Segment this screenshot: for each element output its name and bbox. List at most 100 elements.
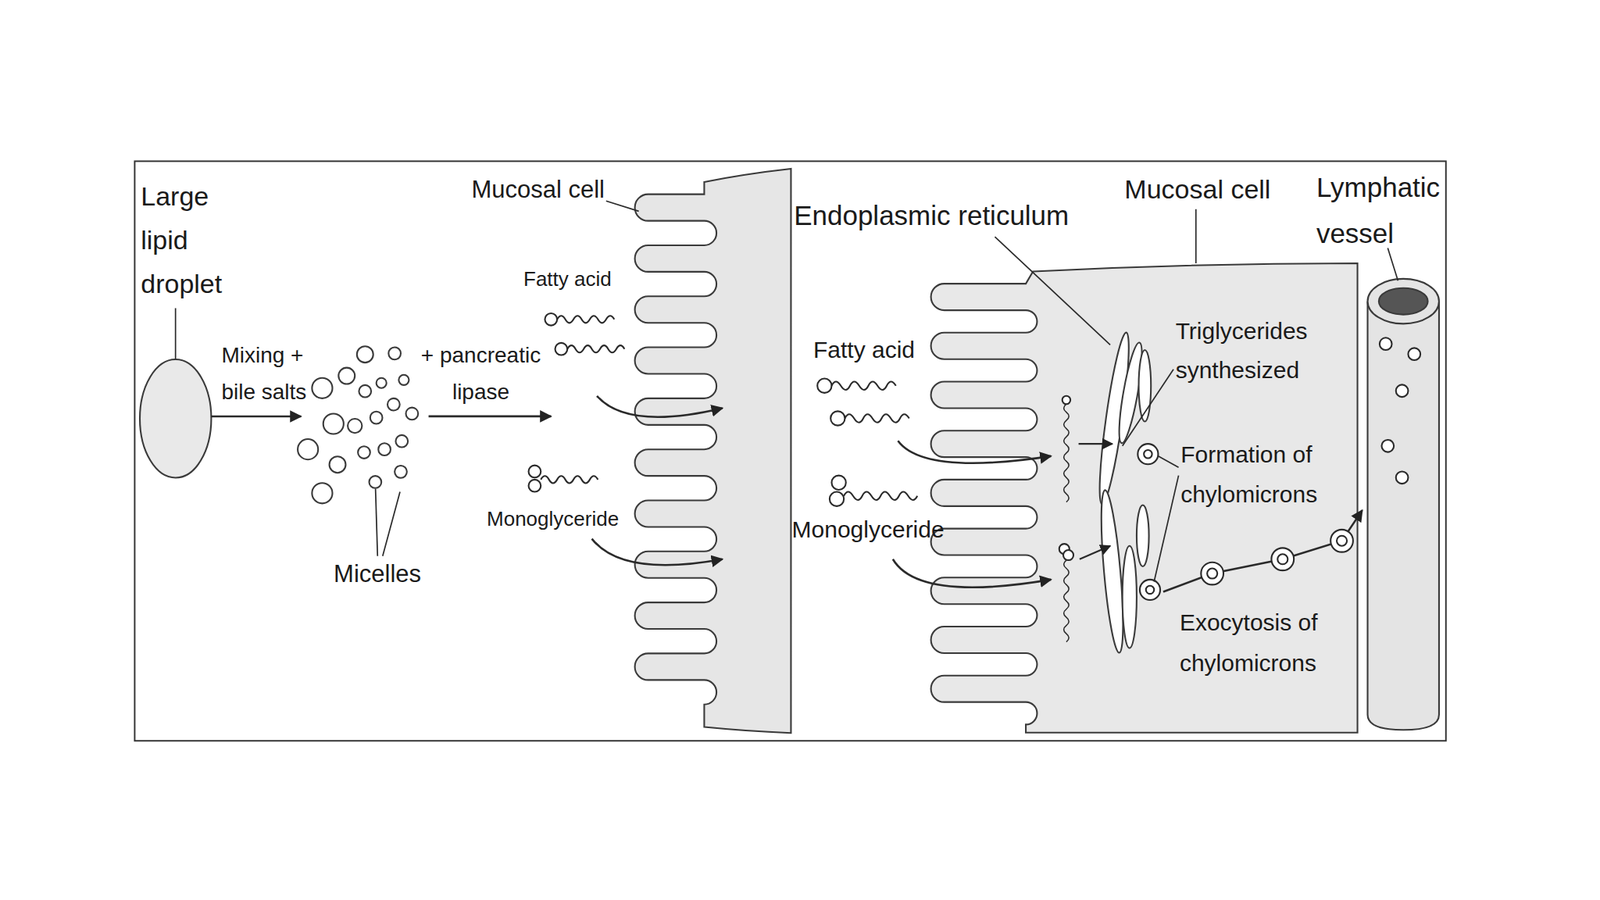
chylomicron-core: [1146, 585, 1154, 594]
uptake-arrow: [596, 396, 723, 418]
lymph-chylomicron: [1396, 471, 1409, 484]
micelle: [297, 439, 318, 460]
micelle: [396, 434, 409, 447]
er-cisterna: [1136, 505, 1150, 567]
lymphatic-vessel: Lymphatic vessel: [1362, 275, 1444, 730]
monoglyceride-tail: [843, 492, 918, 500]
leader-line: [606, 200, 640, 211]
micelle: [399, 374, 410, 385]
panel-frame: [134, 160, 1446, 741]
fatty-acid-head: [830, 410, 845, 425]
node-label: Micelles: [333, 558, 490, 590]
micelle: [406, 407, 419, 420]
glycerol-head: [1063, 550, 1074, 561]
fatty-acid-tail: [831, 381, 896, 390]
chylomicron: [1330, 529, 1354, 553]
fatty-acid-tail: [1064, 403, 1070, 502]
glycerol-head: [831, 475, 846, 490]
annotation-label: Monoglyceride: [486, 505, 643, 533]
er-cisterna: [1139, 350, 1152, 422]
micelle-cluster: Micelles: [300, 342, 421, 496]
glycerol-head: [528, 465, 542, 479]
node-outline: [1362, 275, 1444, 730]
edge-label: Mixing + bile salts: [221, 336, 311, 411]
micelle: [370, 410, 383, 424]
leader-line: [175, 307, 177, 359]
fatty-acid-tail: [557, 315, 615, 323]
fatty-acid-tail: [844, 414, 909, 422]
node-label: Endoplasmic reticulum: [793, 198, 1107, 233]
mucosal-cell-shape: [634, 168, 791, 733]
glycerol-head: [829, 492, 844, 507]
node-label: Mucosal cell: [1124, 171, 1297, 207]
lipid-droplet: [139, 359, 211, 479]
micelle: [359, 384, 372, 397]
annotation-label: Monoglyceride: [792, 514, 972, 546]
fatty-acid-head: [817, 378, 832, 393]
micelle: [357, 346, 374, 363]
vessel-opening: [1367, 278, 1439, 324]
micelle: [376, 377, 387, 388]
mucosal-cell: Mucosal cell: [632, 168, 791, 733]
micelle: [339, 367, 356, 384]
micelle: [387, 397, 400, 411]
monoglyceride-tail: [1064, 560, 1070, 642]
fatty-acid-tail: [567, 345, 625, 353]
vessel-lumen: [1378, 287, 1429, 315]
annotation-label: Fatty acid: [523, 265, 633, 293]
micelle: [378, 442, 392, 456]
illustration-group: [175, 200, 1421, 642]
micelle: [369, 475, 383, 489]
synthesis-arrow: [1078, 442, 1113, 445]
annotation-label: Fatty acid: [813, 334, 939, 366]
glycerol-head: [528, 479, 542, 493]
chylomicron-core: [1143, 450, 1152, 458]
vessel-tube: [1367, 300, 1439, 730]
leader-line: [382, 492, 400, 557]
chylomicron: [1137, 443, 1158, 465]
node-outline: [1096, 326, 1164, 664]
endoplasmic-reticulum: Endoplasmic reticulum: [1096, 326, 1164, 664]
fatty-acid-head: [555, 342, 568, 356]
chylomicron: [1271, 547, 1294, 571]
node-label: Mucosal cell: [471, 174, 628, 206]
process-arrow: [1163, 510, 1363, 592]
er-cisterna: [1122, 546, 1137, 649]
lymph-chylomicron: [1379, 337, 1393, 350]
node-outline: [139, 359, 211, 479]
chylomicron-core: [1336, 535, 1347, 547]
chylomicron: [1200, 562, 1224, 586]
micelle: [389, 346, 402, 360]
lipid-droplet: Large lipid droplet: [139, 359, 211, 479]
leader-line: [1153, 475, 1179, 583]
leader-line: [994, 236, 1111, 345]
annotation-label: + pancreatic lipase: [418, 336, 544, 411]
leader-line: [1387, 247, 1398, 281]
leader-line: [375, 489, 379, 557]
micelle: [312, 482, 333, 504]
micelle: [329, 456, 347, 473]
node-outline: [300, 342, 421, 496]
uptake-arrow: [897, 440, 1051, 463]
micelle: [394, 465, 408, 479]
chylomicron-core: [1207, 568, 1218, 579]
lymph-chylomicron: [1407, 347, 1421, 361]
micelle: [347, 418, 362, 433]
uptake-arrow: [892, 559, 1051, 588]
leader-line: [1122, 369, 1174, 447]
leader-line: [1195, 209, 1197, 264]
fatty-acid-head: [544, 313, 558, 326]
micelle: [312, 377, 333, 398]
fatty-acid-head: [1062, 396, 1071, 404]
node-outline: [632, 168, 791, 733]
micelle: [357, 446, 371, 459]
synthesis-arrow: [1079, 546, 1111, 560]
process-arrow: [428, 415, 552, 418]
process-arrow: [210, 415, 301, 418]
chylomicron: [1139, 579, 1161, 600]
